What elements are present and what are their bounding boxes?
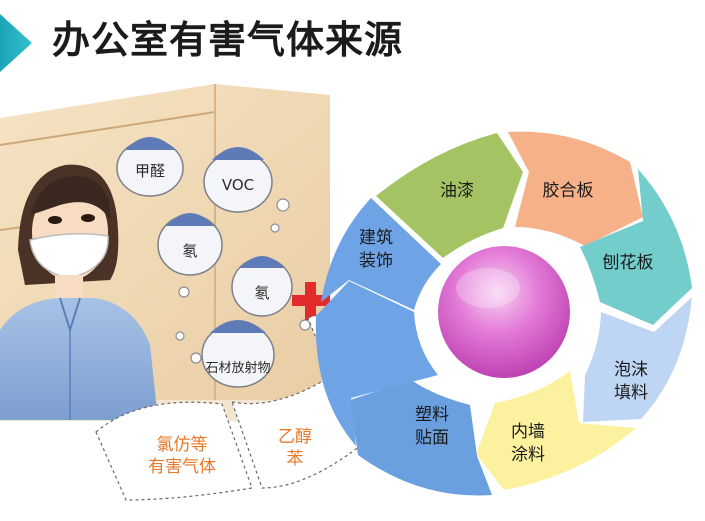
title-arrow-icon [0,14,32,72]
source-middle-line1: 乙醇 [278,427,312,447]
cycle-ring [315,131,692,496]
bag-formaldehyde: 甲醛 [116,137,184,197]
segment-label-plastic-1: 塑料 [415,405,449,425]
woman-illustration [0,164,158,420]
source-left-line1: 氯仿等 [157,435,208,455]
segment-label-foam-2: 填料 [614,383,648,403]
segment-label-building-2: 装饰 [359,251,393,271]
bag-label-radon-1: 氡 [182,242,197,260]
bag-label-stone: 石材放射物 [205,360,270,376]
bag-radon-1: 氡 [157,213,223,276]
source-left-line2: 有害气体 [148,457,216,477]
bag-radon-2: 氡 [231,256,293,317]
segment-label-paint: 油漆 [440,181,474,201]
bag-label-formaldehyde: 甲醛 [135,162,165,180]
hub-sphere [438,246,570,378]
bag-stone-radiation: 石材放射物 [201,320,275,388]
plus-icon-large [292,282,330,320]
segment-label-plastic-2: 贴面 [415,428,449,448]
segment-label-building-1: 建筑 [359,228,393,248]
segment-label-foam-1: 泡沫 [614,360,648,380]
bubbles [175,198,311,364]
bag-label-voc: VOC [222,176,254,194]
bag-label-radon-2: 氡 [254,284,269,302]
source-middle-line2: 苯 [287,449,304,469]
segment-label-plywood: 胶合板 [543,181,594,201]
segment-label-particleboard: 刨花板 [603,253,654,273]
page-title: 办公室有害气体来源 [52,18,404,62]
segment-label-wallpaint-1: 内墙 [511,422,545,442]
bag-voc: VOC [203,147,273,213]
segment-label-wallpaint-2: 涂料 [511,445,545,465]
